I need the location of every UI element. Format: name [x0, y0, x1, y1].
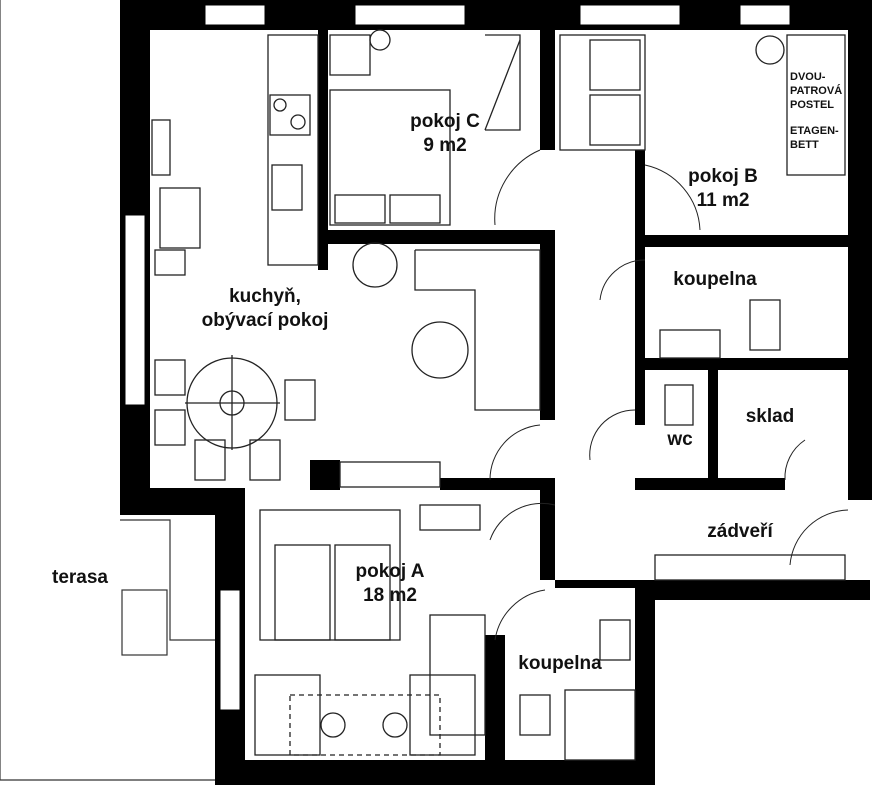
bathroom-b-label: koupelna	[673, 269, 757, 290]
room-b-name: pokoj B	[688, 166, 758, 187]
wc-label: wc	[667, 429, 693, 450]
bunk-note-line: BETT	[790, 139, 819, 151]
room-c-area: 9 m2	[423, 135, 467, 156]
bunk-note-line: DVOU-	[790, 71, 826, 83]
kitchen-name: kuchyň,	[229, 286, 301, 307]
room-b-area: 11 m2	[696, 190, 750, 211]
room-a-label: pokoj A 18 m2	[335, 560, 445, 608]
terrace-outline	[0, 0, 215, 781]
windows	[124, 4, 791, 711]
room-a-area: 18 m2	[363, 585, 417, 606]
room-a-name: pokoj A	[355, 561, 425, 582]
room-c-name: pokoj C	[410, 111, 480, 132]
bunk-note-line: POSTEL	[790, 99, 835, 111]
bunk-note-line: PATROVÁ	[790, 85, 843, 97]
bathroom-a-label: koupelna	[518, 653, 602, 674]
room-b-label: pokoj B 11 m2	[668, 165, 778, 213]
bunk-note-line: ETAGEN-	[790, 125, 839, 137]
bunk-bed-note: DVOU- PATROVÁ POSTEL ETAGEN- BETT	[790, 70, 842, 152]
room-c-label: pokoj C 9 m2	[390, 110, 500, 158]
furniture	[151, 29, 846, 761]
hall-label: zádveří	[707, 521, 773, 542]
doors	[489, 149, 849, 641]
kitchen-label: kuchyň, obývací pokoj	[185, 285, 345, 333]
storage-label: sklad	[745, 406, 795, 427]
terrace-label: terasa	[52, 567, 108, 588]
kitchen-name-2: obývací pokoj	[201, 310, 329, 331]
